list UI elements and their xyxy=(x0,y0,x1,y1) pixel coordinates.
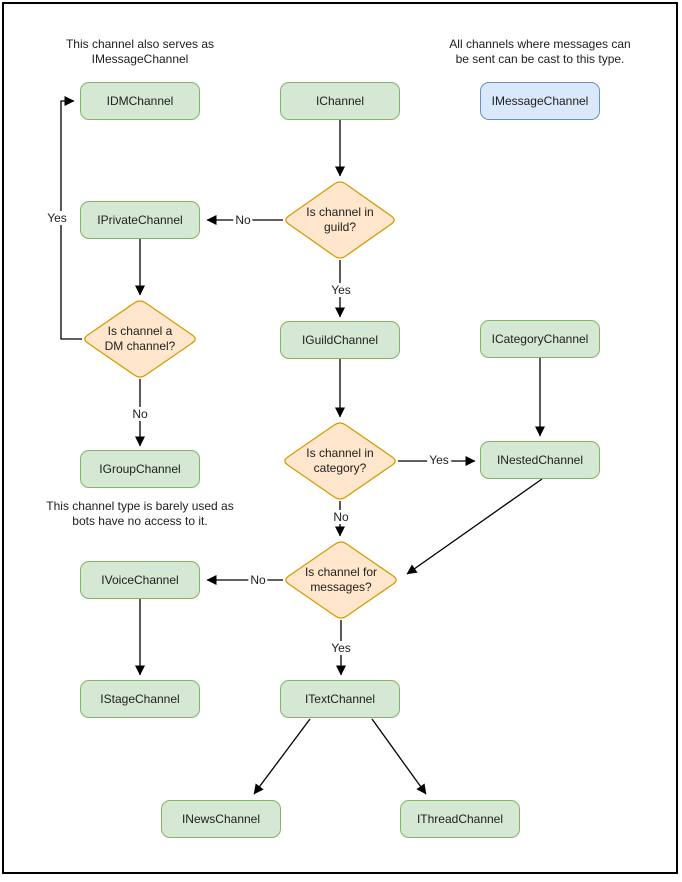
node-igroupchannel: IGroupChannel xyxy=(80,450,200,488)
node-istagechannel: IStageChannel xyxy=(80,680,200,718)
edge-label-messages-no: No xyxy=(248,573,268,587)
node-idmchannel: IDMChannel xyxy=(80,82,200,120)
edge-label-dm-no: No xyxy=(130,407,150,421)
edge-label-messages-yes: Yes xyxy=(329,641,353,655)
note-group-access: This channel type is barely used as bots… xyxy=(46,499,234,528)
diagram-frame xyxy=(2,2,678,874)
node-inestedchannel: INestedChannel xyxy=(480,441,600,479)
decision-for-messages-label: Is channel for messages? xyxy=(304,565,378,594)
node-iguildchannel: IGuildChannel xyxy=(280,321,400,359)
node-ichannel: IChannel xyxy=(280,82,400,120)
decision-in-category-label: Is channel in category? xyxy=(306,446,374,475)
decision-in-guild-label: Is channel in guild? xyxy=(306,205,374,234)
edge-label-guild-no: No xyxy=(233,213,253,227)
edge-label-guild-yes: Yes xyxy=(329,283,353,297)
edge-label-dm-yes: Yes xyxy=(45,211,69,225)
node-itextchannel: ITextChannel xyxy=(280,680,400,718)
edge-label-category-no: No xyxy=(331,510,351,524)
edge-label-category-yes: Yes xyxy=(427,453,451,467)
node-icategorychannel: ICategoryChannel xyxy=(480,320,600,358)
node-imessagechannel: IMessageChannel xyxy=(480,82,600,120)
note-message-cast: All channels where messages can be sent … xyxy=(449,37,631,66)
node-iprivatechannel: IPrivateChannel xyxy=(80,201,200,239)
decision-is-dm-label: Is channel a DM channel? xyxy=(104,324,176,353)
node-ivoicechannel: IVoiceChannel xyxy=(80,561,200,599)
note-dm-serves: This channel also serves as IMessageChan… xyxy=(65,37,215,66)
node-ithreadchannel: IThreadChannel xyxy=(400,800,520,838)
node-inewschannel: INewsChannel xyxy=(161,800,281,838)
